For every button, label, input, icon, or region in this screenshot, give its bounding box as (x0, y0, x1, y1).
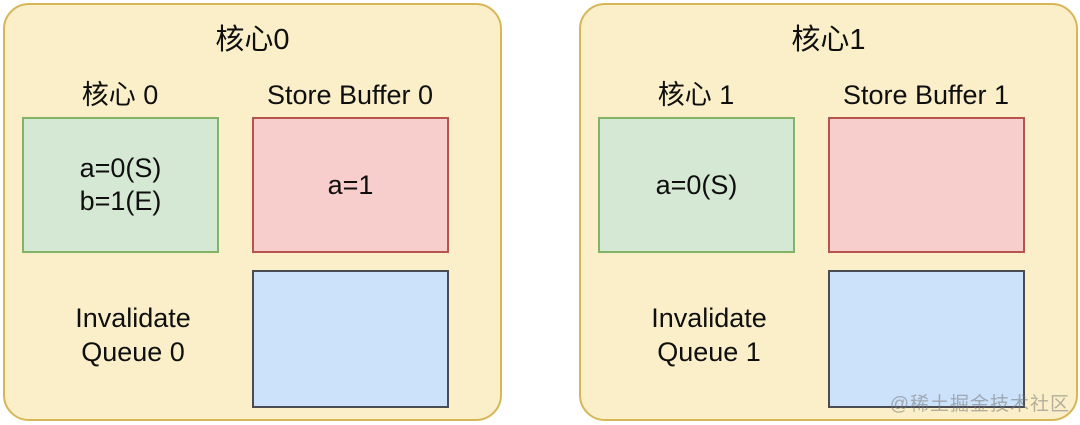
core-panel-0-title: 核心0 (215, 24, 290, 56)
core-panel-0: 核心0 核心 0 Store Buffer 0 a=0(S) b=1(E) a=… (3, 3, 502, 421)
store-buffer-box-1 (828, 117, 1025, 253)
cache-box-1: a=0(S) (598, 117, 795, 253)
core-panel-1: 核心1 核心 1 Store Buffer 1 a=0(S) Invalidat… (579, 3, 1078, 421)
store-buffer-content-0: a=1 (327, 169, 374, 200)
store-buffer-box-0: a=1 (252, 117, 449, 253)
invalidate-queue-label-0: Invalidate Queue 0 (75, 303, 191, 367)
cache-label-0: 核心 0 (81, 80, 159, 110)
cache-content-0: a=0(S) b=1(E) (79, 153, 162, 216)
cache-content-1: a=0(S) (655, 169, 738, 200)
core-panel-1-title: 核心1 (791, 24, 866, 56)
store-buffer-label-0: Store Buffer 0 (266, 80, 434, 110)
cache-box-0: a=0(S) b=1(E) (22, 117, 219, 253)
store-buffer-label-1: Store Buffer 1 (842, 80, 1010, 110)
invalidate-queue-label-1: Invalidate Queue 1 (651, 303, 767, 367)
invalidate-queue-box-0 (252, 270, 449, 408)
invalidate-queue-box-1 (828, 270, 1025, 408)
cache-label-1: 核心 1 (657, 80, 735, 110)
